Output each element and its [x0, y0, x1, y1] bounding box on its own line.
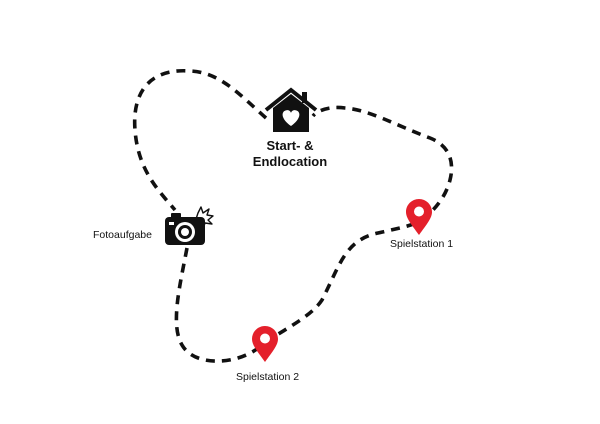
start-end-label-line1: Start- & [267, 138, 314, 153]
photo-task-label: Fotoaufgabe [93, 229, 152, 241]
station-1-label: Spielstation 1 [390, 238, 453, 250]
house-heart-icon [264, 87, 318, 132]
dashed-route-path [132, 69, 454, 363]
map-pin-icon-station-1 [406, 199, 432, 235]
camera-flash-icon [165, 206, 214, 245]
station-2-label: Spielstation 2 [236, 371, 299, 383]
start-end-label-line2: Endlocation [253, 154, 327, 169]
map-pin-icon-station-2 [252, 326, 278, 362]
